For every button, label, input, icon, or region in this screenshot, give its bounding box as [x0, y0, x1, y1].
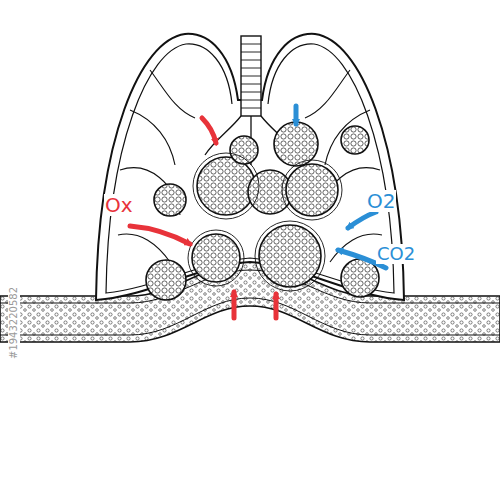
- watermark-number: #1943220582: [8, 286, 20, 360]
- gas-label: O2: [366, 190, 396, 212]
- gas-label: Ox: [104, 194, 134, 216]
- gas-label: CO2: [376, 244, 416, 264]
